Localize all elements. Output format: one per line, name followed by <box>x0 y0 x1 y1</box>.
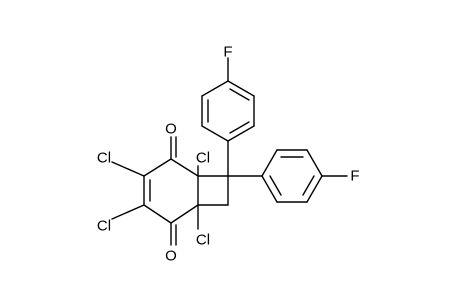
bond-aryl-right-4 <box>306 175 323 203</box>
bond-aryl-right-1 <box>261 149 278 177</box>
bond-aryl-right-double-2 <box>302 175 315 196</box>
bond-cl-alkene-top <box>111 161 145 177</box>
chlorine-ring-bottom-label: Cl <box>196 232 210 249</box>
chlorine-alkene-bottom-label: Cl <box>97 218 111 235</box>
bond-c3-c4 <box>170 204 199 224</box>
bond-aryl-top-3 <box>201 80 229 97</box>
bond-aryl-top-double-3 <box>229 121 250 134</box>
fluorine-top-label: F <box>223 44 232 61</box>
chlorine-ring-top-label: Cl <box>196 150 210 167</box>
bond-c5-c6 <box>170 158 199 177</box>
chlorine-alkene-top-label: Cl <box>97 150 111 167</box>
oxygen-bottom-label: O <box>165 248 177 265</box>
bond-layer <box>111 57 348 246</box>
fluorine-right-label: F <box>350 168 359 185</box>
bond-aryl-top-6 <box>227 125 255 142</box>
bond-aryl-top-4 <box>227 80 255 97</box>
bond-c6-c1 <box>143 158 172 177</box>
bond-aryl-top-double-2 <box>229 88 250 101</box>
bond-aryl-right-double-3 <box>269 175 282 196</box>
bond-cl-alkene-bottom <box>111 204 145 220</box>
bond-aryl-top-1 <box>201 125 229 142</box>
bond-aryl-right-3 <box>306 149 323 177</box>
oxygen-top-label: O <box>165 121 177 138</box>
bond-aryl-right-6 <box>261 175 278 203</box>
atom-labels: F F O O Cl Cl Cl Cl <box>97 44 360 265</box>
bond-c2-c3 <box>143 204 172 224</box>
